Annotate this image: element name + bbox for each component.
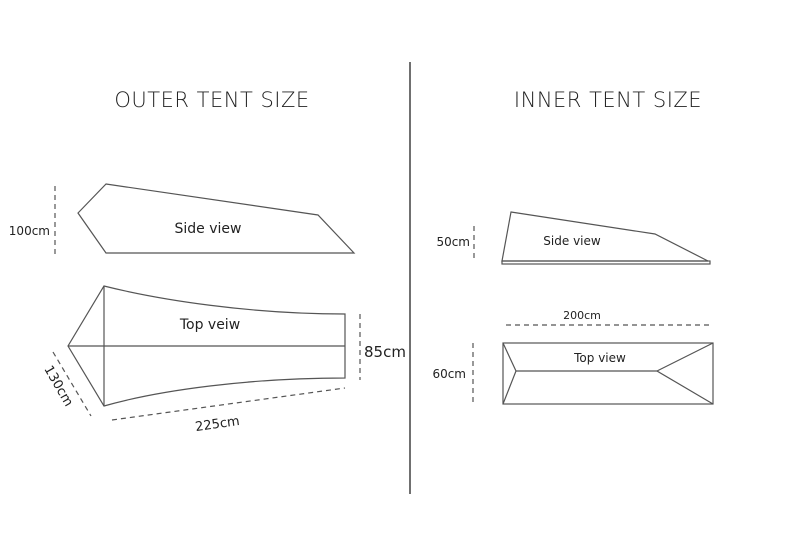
outer-top-view-shape: [67, 285, 346, 407]
outer-head-width-dimension-line: [52, 351, 92, 417]
outer-tent-title: OUTER TENT SIZE: [114, 88, 309, 112]
outer-end-width-label: 85cm: [364, 343, 406, 361]
outer-height-label: 100cm: [9, 224, 50, 238]
outer-head-width-label: 130cm: [40, 363, 75, 409]
inner-side-view-floor: [501, 260, 711, 265]
inner-width-label: 60cm: [432, 367, 466, 381]
outer-length-label: 225cm: [194, 414, 240, 435]
outer-side-view-label: Side view: [175, 221, 242, 237]
inner-top-view-foot-lines: [655, 342, 714, 405]
inner-top-view-label: Top view: [573, 351, 626, 365]
inner-side-view-label: Side view: [543, 234, 601, 248]
outer-top-view-label: Top veiw: [179, 317, 240, 333]
inner-height-label: 50cm: [436, 235, 470, 249]
inner-top-view-head-lines: [502, 342, 517, 405]
inner-top-view-shape: [502, 342, 714, 405]
inner-tent-title: INNER TENT SIZE: [514, 88, 702, 112]
inner-side-view-shape: [501, 211, 709, 262]
outer-side-view-shape: [77, 183, 356, 254]
inner-length-label: 200cm: [563, 309, 601, 322]
outer-length-dimension-line: [111, 387, 346, 421]
